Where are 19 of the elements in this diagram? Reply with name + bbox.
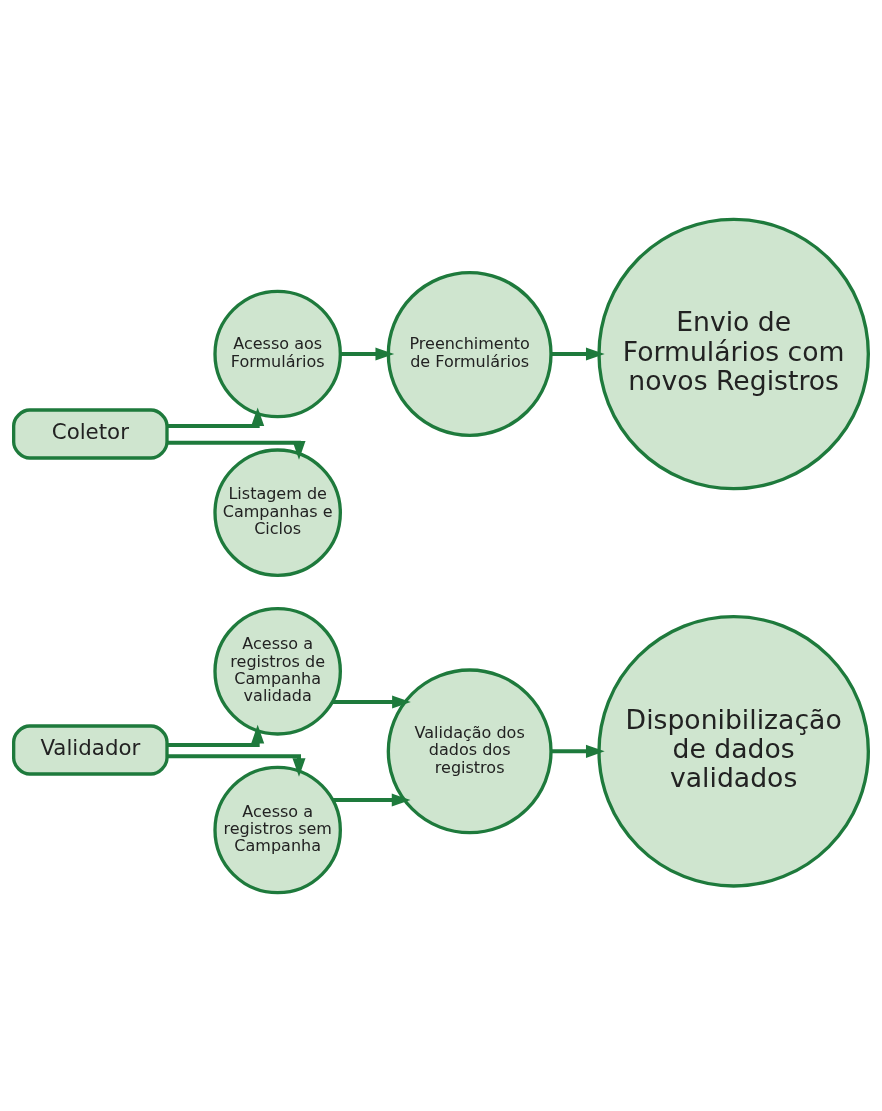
node-box: Coletor (12, 407, 169, 460)
node-circle: Acesso a registros de Campanha validada (213, 606, 342, 736)
arrow (340, 346, 395, 361)
arrow (551, 346, 605, 361)
arrow (167, 724, 265, 747)
arrow (551, 744, 605, 758)
node-circle: Envio de Formulários com novos Registros (597, 217, 870, 490)
arrow (167, 406, 265, 428)
node-circle: Preenchimento de Formulários (386, 270, 553, 437)
arrow (167, 753, 306, 777)
arrow (332, 792, 411, 807)
node-circle: Acesso a registros sem Campanha (213, 765, 342, 894)
node-circle: Disponibilização de dados validados (597, 614, 870, 888)
node-circle: Acesso aos Formulários (213, 289, 342, 418)
node-circle: Validação dos dados dos registros (386, 667, 553, 834)
arrow (332, 694, 411, 709)
arrow (167, 440, 306, 460)
node-circle: Listagem de Campanhas e Ciclos (213, 447, 342, 577)
node-box: Validador (12, 723, 169, 776)
